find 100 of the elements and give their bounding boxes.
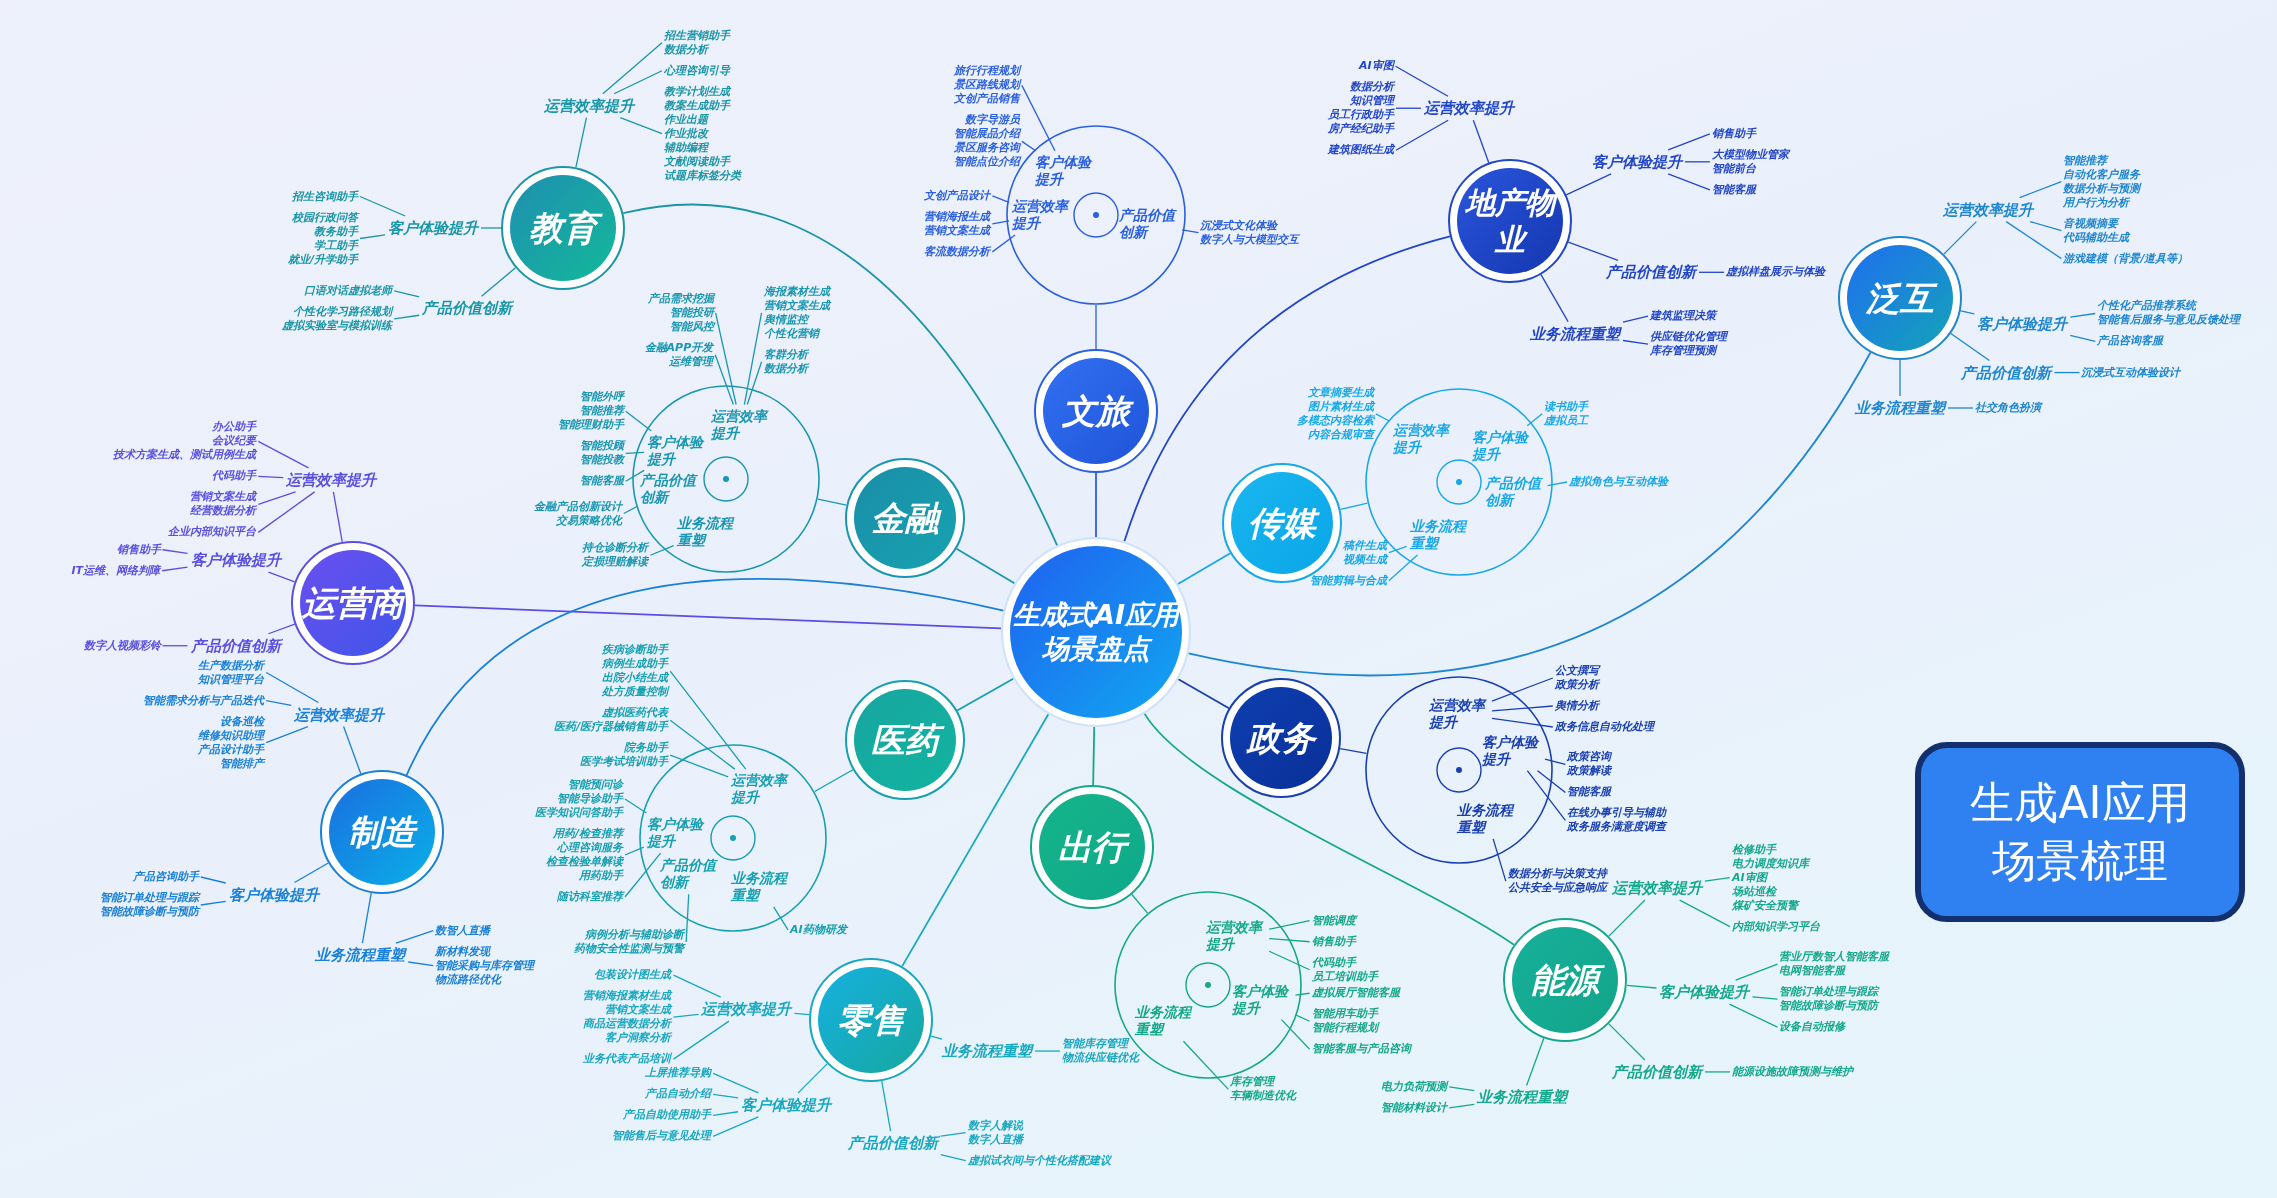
list-item: 智能投研 — [668, 305, 714, 320]
industry-circle: 制造 — [320, 770, 444, 894]
list-item: 招生营销助手 — [664, 28, 730, 43]
connector-line — [1667, 133, 1711, 151]
list-item: 政务信息自动化处理 — [1554, 720, 1654, 734]
connector-line — [393, 314, 420, 320]
connector-line — [1268, 920, 1311, 930]
list-item: 智能行程规划 — [1311, 1021, 1378, 1036]
list-item: 读书助手 — [1544, 399, 1589, 414]
connector-line — [956, 677, 1015, 712]
list-item: 营销文案生成 — [763, 298, 830, 313]
list-item: 智能展品介绍 — [953, 127, 1020, 141]
list-item: 心理咨询服务 — [556, 841, 623, 855]
list-item: 智能客服 — [1711, 182, 1756, 197]
category-label: 产品价值创新 — [1605, 263, 1696, 282]
list-item: 商品运营数据分析 — [583, 1017, 672, 1031]
category-label: 运营效率提升 — [1206, 919, 1267, 954]
list-item: 个性化营销 — [763, 326, 822, 341]
connector-line — [669, 719, 736, 770]
list-item: 营销海报生成 — [924, 209, 991, 224]
list-item: 虚拟角色与互动体验 — [1569, 475, 1668, 489]
list-item: 销售助手 — [1711, 126, 1756, 141]
list-item: 营销文案生成 — [604, 1003, 672, 1017]
list-item: 数据分析 — [1348, 80, 1394, 95]
category-label: 运营效率提升 — [701, 1000, 792, 1019]
connector-line — [1492, 838, 1507, 882]
list-item: 电力调度知识库 — [1731, 856, 1809, 871]
list-item: 游戏建模（背景/道具等） — [2063, 251, 2189, 266]
connector-line — [797, 1063, 828, 1094]
category-label: 客户体验提升 — [741, 1095, 832, 1114]
list-item: 数据分析 — [763, 361, 808, 376]
list-item: 智能剪辑与合成 — [1309, 573, 1387, 588]
list-item: 智能导诊助手 — [556, 792, 623, 806]
connector-line — [1021, 84, 1056, 152]
list-item: 病例生成助手 — [602, 657, 669, 671]
connector-line — [1394, 65, 1449, 97]
industry-circle: 零售 — [809, 958, 933, 1082]
list-item: 智能用车助手 — [1311, 1007, 1378, 1021]
list-item: 智能故障诊断与预防 — [1779, 999, 1879, 1014]
category-label: 业务流程重塑 — [315, 946, 406, 965]
category-label: 产品价值创新 — [640, 471, 701, 506]
list-item: 包装设计图生成 — [594, 968, 672, 983]
connector-line — [1540, 274, 1569, 323]
list-item: 出院小结生成 — [602, 671, 669, 685]
title-box: 生成AI应用场景梳理 — [1915, 742, 2245, 922]
list-item: 营销文案生成 — [190, 490, 257, 504]
connector-line — [1472, 119, 1490, 164]
category-label: 客户体验提升 — [1977, 315, 2068, 333]
connector-line — [743, 312, 763, 406]
list-item: 数字人解说 — [967, 1118, 1023, 1133]
category-label: 客户体验提升 — [388, 219, 478, 237]
connector-line — [669, 670, 747, 770]
list-item: 建筑图纸生成 — [1327, 143, 1394, 158]
list-item: 设备巡检 — [219, 714, 265, 729]
connector-line — [1667, 173, 1711, 191]
list-item: AI审图 — [1358, 59, 1394, 74]
list-item: 智能点位介绍 — [953, 155, 1020, 170]
list-item: 智能推荐 — [2063, 153, 2110, 168]
list-item: 智能推荐 — [578, 404, 624, 418]
list-item: 心理咨询引导 — [664, 63, 730, 78]
list-item: 客流数据分析 — [924, 244, 991, 259]
list-item: 营销海报素材生成 — [583, 989, 672, 1003]
connector-line — [991, 195, 1010, 203]
connector-line — [1679, 899, 1731, 928]
connector-line — [1684, 161, 1711, 163]
connector-line — [625, 451, 645, 454]
list-item: 能源设施故障预测与维护 — [1731, 1064, 1853, 1079]
list-item: 智能排产 — [219, 756, 265, 771]
connector-line — [624, 846, 645, 856]
connector-line — [1626, 984, 1658, 989]
connector-line — [1526, 770, 1567, 822]
connector-line — [712, 1093, 739, 1099]
connector-line — [2053, 371, 2081, 374]
category-label: 客户体验提升 — [190, 551, 281, 570]
category-label: 产品价值创新 — [1119, 207, 1180, 242]
connector-line — [395, 929, 434, 944]
connector-line — [200, 900, 227, 906]
category-label: 产品价值创新 — [190, 636, 281, 655]
list-item: 智能客服 — [1567, 785, 1612, 800]
connector-line — [1491, 717, 1554, 728]
list-item: 交易策略优化 — [554, 513, 622, 528]
connector-line — [575, 117, 588, 168]
connector-line — [1735, 963, 1779, 981]
list-item: 个性化产品推荐系统 — [2097, 299, 2199, 313]
connector-line — [817, 498, 848, 506]
list-item: 产品设计助手 — [198, 742, 265, 757]
connector-line — [1567, 241, 1619, 261]
list-item: 教案生成助手 — [664, 98, 732, 113]
list-item: 代码辅助生成 — [2063, 230, 2130, 245]
list-item: 智能客服 — [579, 474, 624, 489]
list-item: 智能库存管理 — [1061, 1037, 1131, 1051]
connector-line — [267, 623, 296, 635]
connector-line — [1728, 1003, 1779, 1028]
connector-line — [1294, 992, 1311, 996]
connector-line — [672, 1020, 730, 1060]
connector-line — [669, 754, 729, 778]
connector-line — [1491, 705, 1554, 712]
list-item: 虚拟员工 — [1544, 413, 1589, 428]
industry-circle: 文旅 — [1034, 349, 1158, 473]
industry-circle: 泛互 — [1838, 236, 1962, 360]
